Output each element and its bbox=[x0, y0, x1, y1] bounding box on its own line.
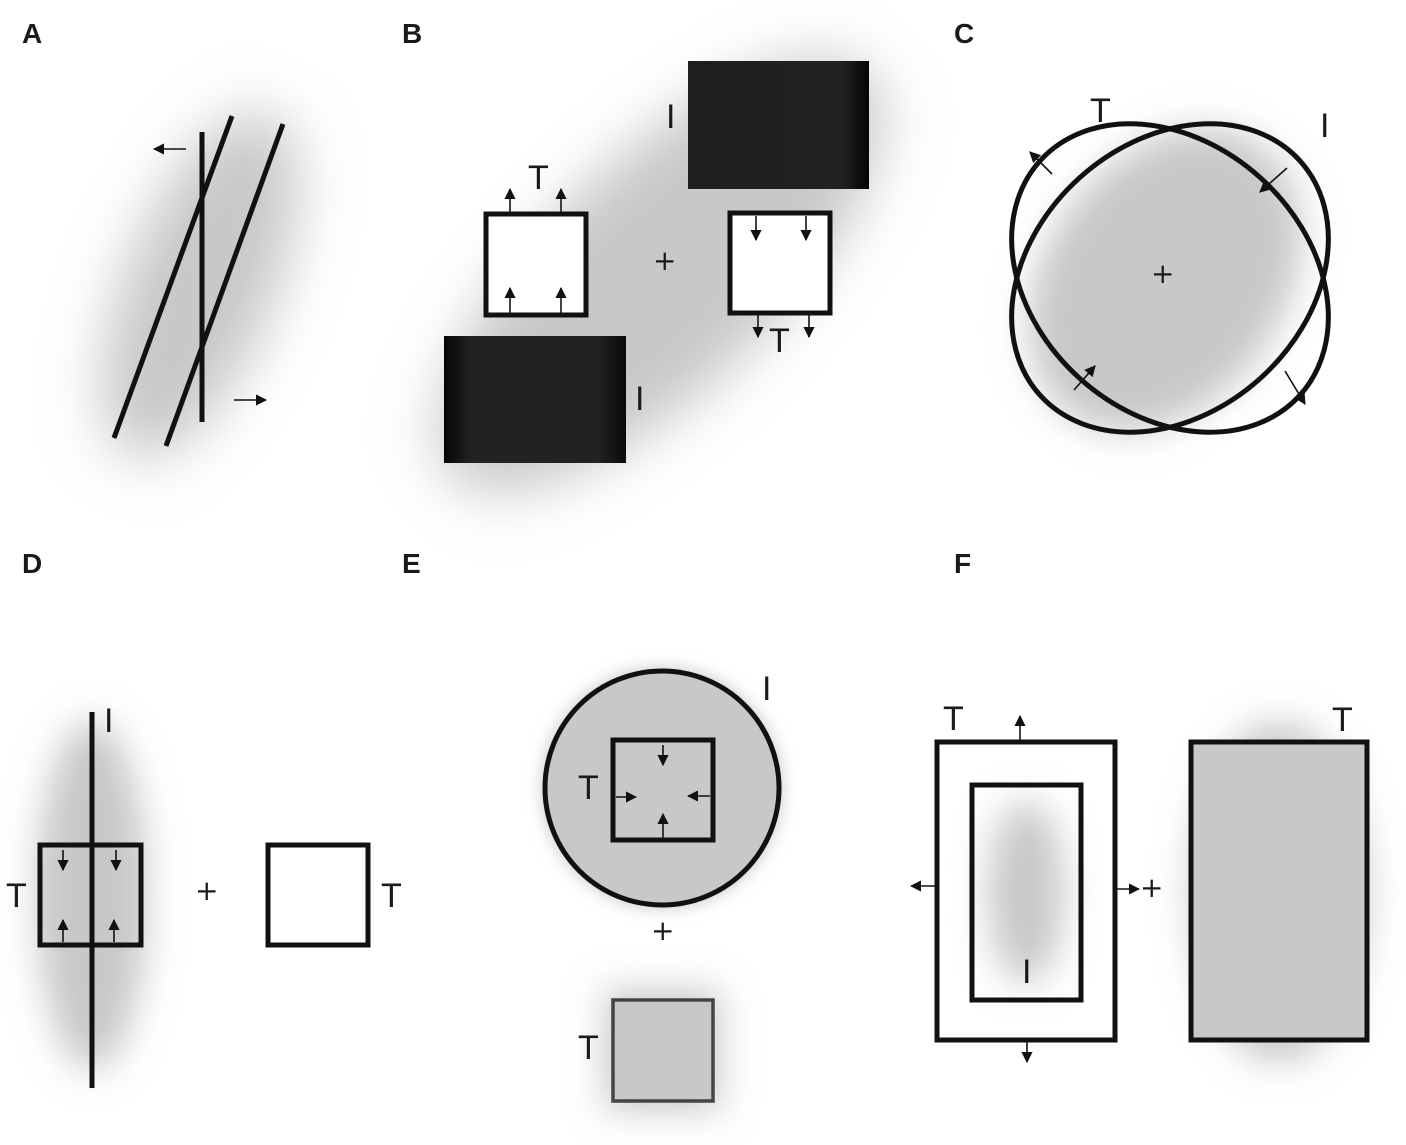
fixation-cross: + bbox=[651, 914, 674, 947]
glow-region bbox=[1028, 128, 1302, 432]
label-t-left: T bbox=[6, 877, 27, 915]
panel-c: C T I + bbox=[954, 18, 1331, 435]
label-t-left: T bbox=[528, 159, 549, 197]
panel-letter-c: C bbox=[954, 18, 974, 49]
label-t: T bbox=[1090, 92, 1111, 130]
label-i: I bbox=[104, 702, 113, 740]
panel-f: F T I T + bbox=[909, 548, 1370, 1064]
fixation-cross: + bbox=[1151, 257, 1174, 290]
outer-rect bbox=[934, 739, 1118, 1043]
panel-letter-d: D bbox=[22, 548, 42, 579]
test-square-bottom bbox=[611, 998, 715, 1103]
arrow-outward-icon bbox=[1029, 151, 1053, 175]
test-square-top bbox=[610, 737, 716, 843]
panel-b: B T T I I + bbox=[402, 18, 884, 493]
test-square-right-fill bbox=[730, 213, 830, 313]
label-i: I bbox=[1022, 953, 1031, 991]
arrow-inward-icon bbox=[1259, 167, 1288, 193]
label-i: I bbox=[1320, 107, 1329, 145]
inducer-circle bbox=[542, 668, 782, 908]
test-square-right bbox=[727, 210, 833, 316]
panel-e: E I T T + bbox=[402, 548, 782, 1110]
label-t-right: T bbox=[769, 322, 790, 360]
fixation-cross: + bbox=[653, 244, 676, 277]
test-square-left bbox=[483, 211, 589, 318]
arrow-inward-icon bbox=[1073, 365, 1096, 391]
test-rect-right bbox=[1188, 739, 1370, 1043]
inner-rect bbox=[969, 782, 1084, 1003]
panel-letter-f: F bbox=[954, 548, 971, 579]
arrow-outward-icon bbox=[1284, 370, 1306, 405]
label-i-bottom: I bbox=[635, 380, 644, 418]
panel-letter-e: E bbox=[402, 548, 421, 579]
test-square-left-fill bbox=[486, 214, 586, 315]
inducer-rect-bottom bbox=[444, 336, 626, 463]
test-square-right-fill bbox=[268, 845, 368, 945]
oblique-line-left bbox=[111, 115, 235, 439]
fixation-cross: + bbox=[1140, 871, 1163, 904]
fixation-cross: + bbox=[195, 874, 218, 907]
test-ellipse bbox=[1009, 121, 1331, 435]
label-t-top: T bbox=[578, 769, 599, 807]
label-t-bottom: T bbox=[578, 1029, 599, 1067]
label-i-top: I bbox=[666, 98, 675, 136]
test-square-right bbox=[265, 842, 371, 948]
panel-d: D I T T + bbox=[6, 548, 402, 1088]
panel-letter-a: A bbox=[22, 18, 42, 49]
panel-a: A bbox=[22, 18, 299, 459]
inducer-rect-top bbox=[688, 61, 869, 189]
test-rect-right-fill bbox=[1191, 742, 1367, 1040]
oblique-line-right bbox=[163, 123, 286, 447]
label-i: I bbox=[762, 670, 771, 708]
panel-letter-b: B bbox=[402, 18, 422, 49]
glow-region bbox=[988, 800, 1064, 984]
label-t-right: T bbox=[1332, 701, 1353, 739]
label-t-right: T bbox=[381, 877, 402, 915]
label-t-left: T bbox=[943, 700, 964, 738]
inducer-disc-fill bbox=[545, 671, 779, 905]
